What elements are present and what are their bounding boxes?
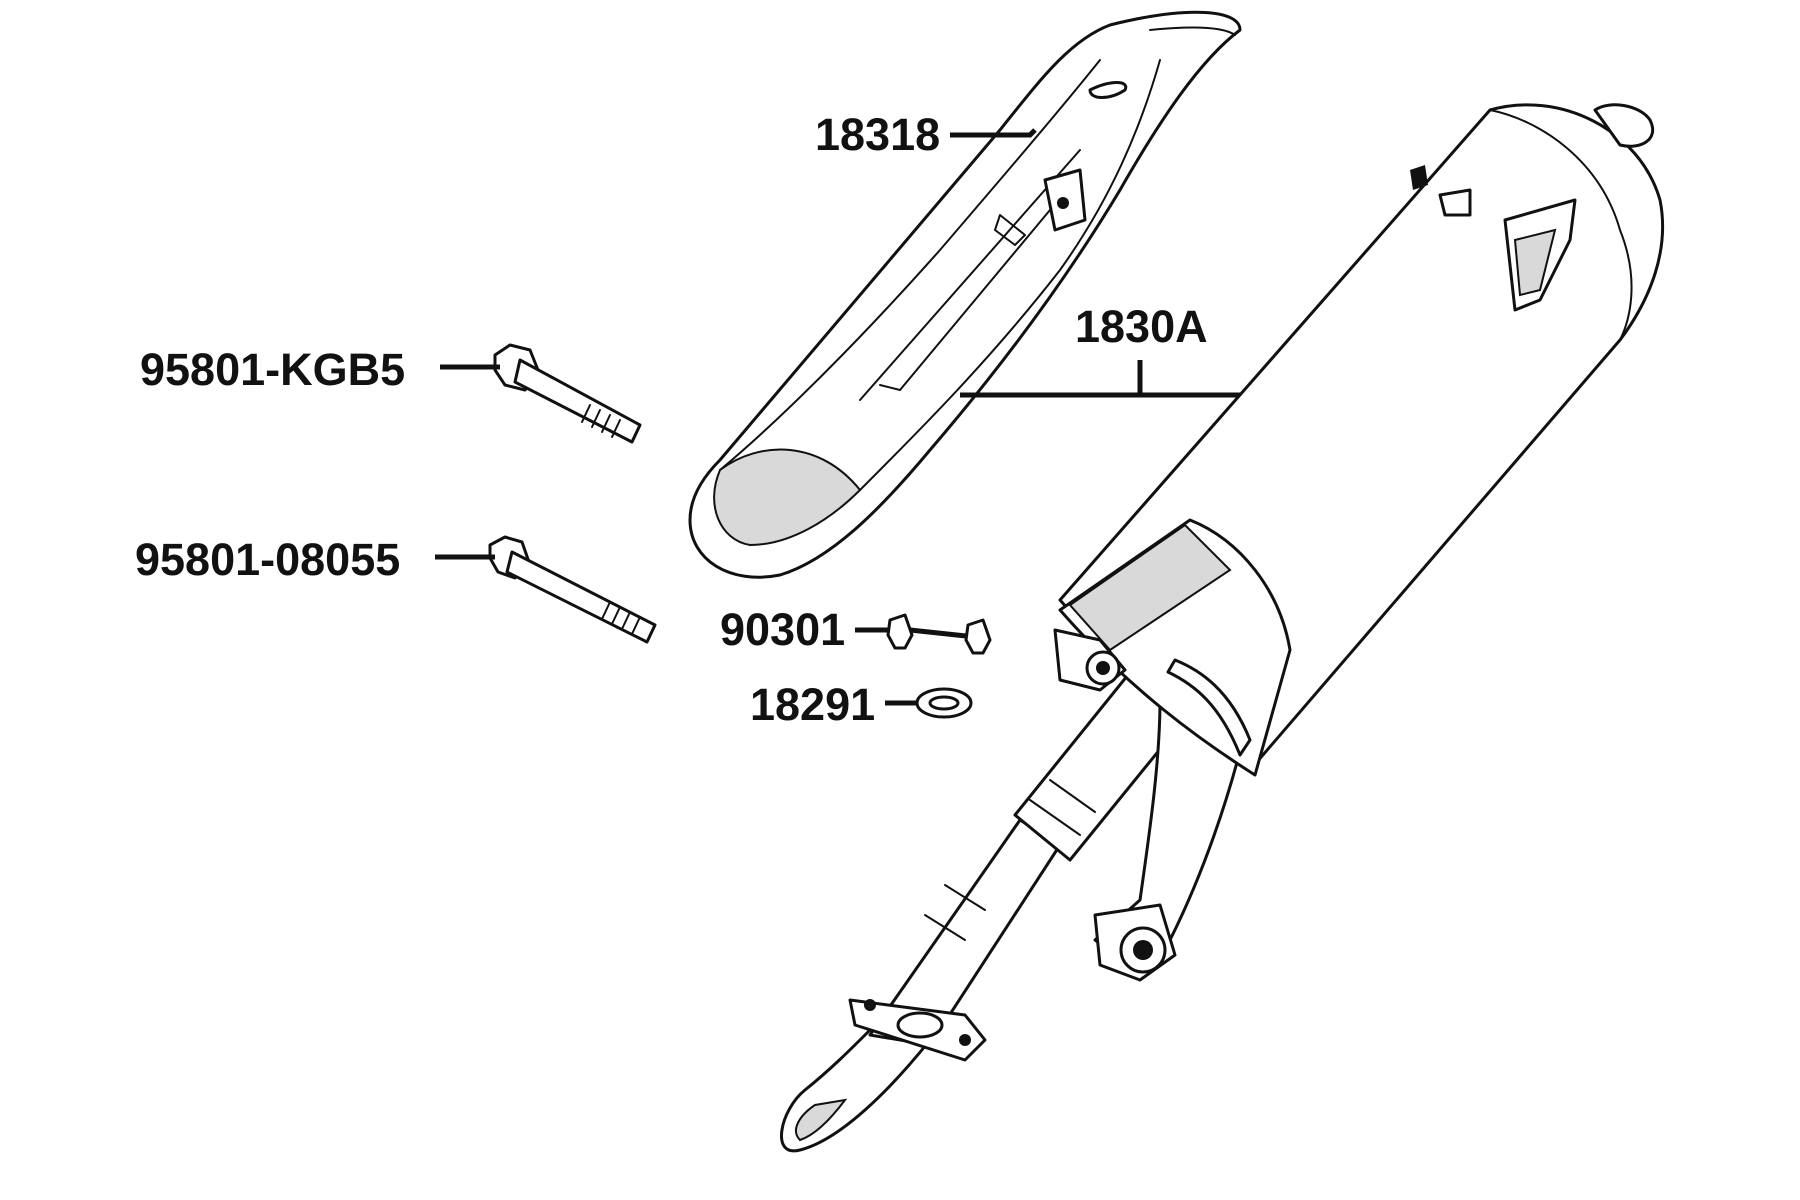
flange-hole — [896, 1011, 944, 1039]
bolt-08055-illustration[interactable] — [488, 535, 657, 644]
gasket-inner — [928, 695, 960, 711]
muffler-assembly-illustration[interactable] — [780, 103, 1665, 1153]
gasket-illustration[interactable] — [915, 687, 973, 719]
bolt-08055-shank — [505, 550, 657, 644]
muffler-end-cap — [1593, 103, 1655, 148]
leader-18318 — [950, 128, 1037, 138]
label-18318: 18318 — [815, 109, 940, 160]
label-90301: 90301 — [720, 604, 845, 655]
label-95801-08055: 95801-08055 — [135, 534, 400, 585]
heat-shield-body — [688, 10, 1242, 579]
label-18291: 18291 — [750, 679, 875, 730]
bolt-kgb5-shank — [513, 358, 642, 444]
clip-nut-right — [964, 618, 992, 655]
muffler-ring — [1166, 658, 1252, 757]
clip-nut-connector — [909, 627, 967, 639]
heat-shield-slot — [1088, 81, 1128, 99]
clip-nuts-illustration[interactable] — [886, 613, 992, 655]
leader-1830A — [960, 360, 1240, 398]
exhaust-pipe-bend-shade — [795, 1098, 848, 1142]
label-1830A: 1830A — [1075, 301, 1208, 352]
bolt-kgb5-illustration[interactable] — [493, 343, 642, 444]
small-clip — [1438, 188, 1472, 217]
clip-nut-left — [886, 613, 914, 650]
heat-shield-illustration[interactable] — [688, 10, 1242, 579]
heat-shield-inner-face — [713, 448, 862, 547]
label-95801-KGB5: 95801-KGB5 — [140, 344, 405, 395]
